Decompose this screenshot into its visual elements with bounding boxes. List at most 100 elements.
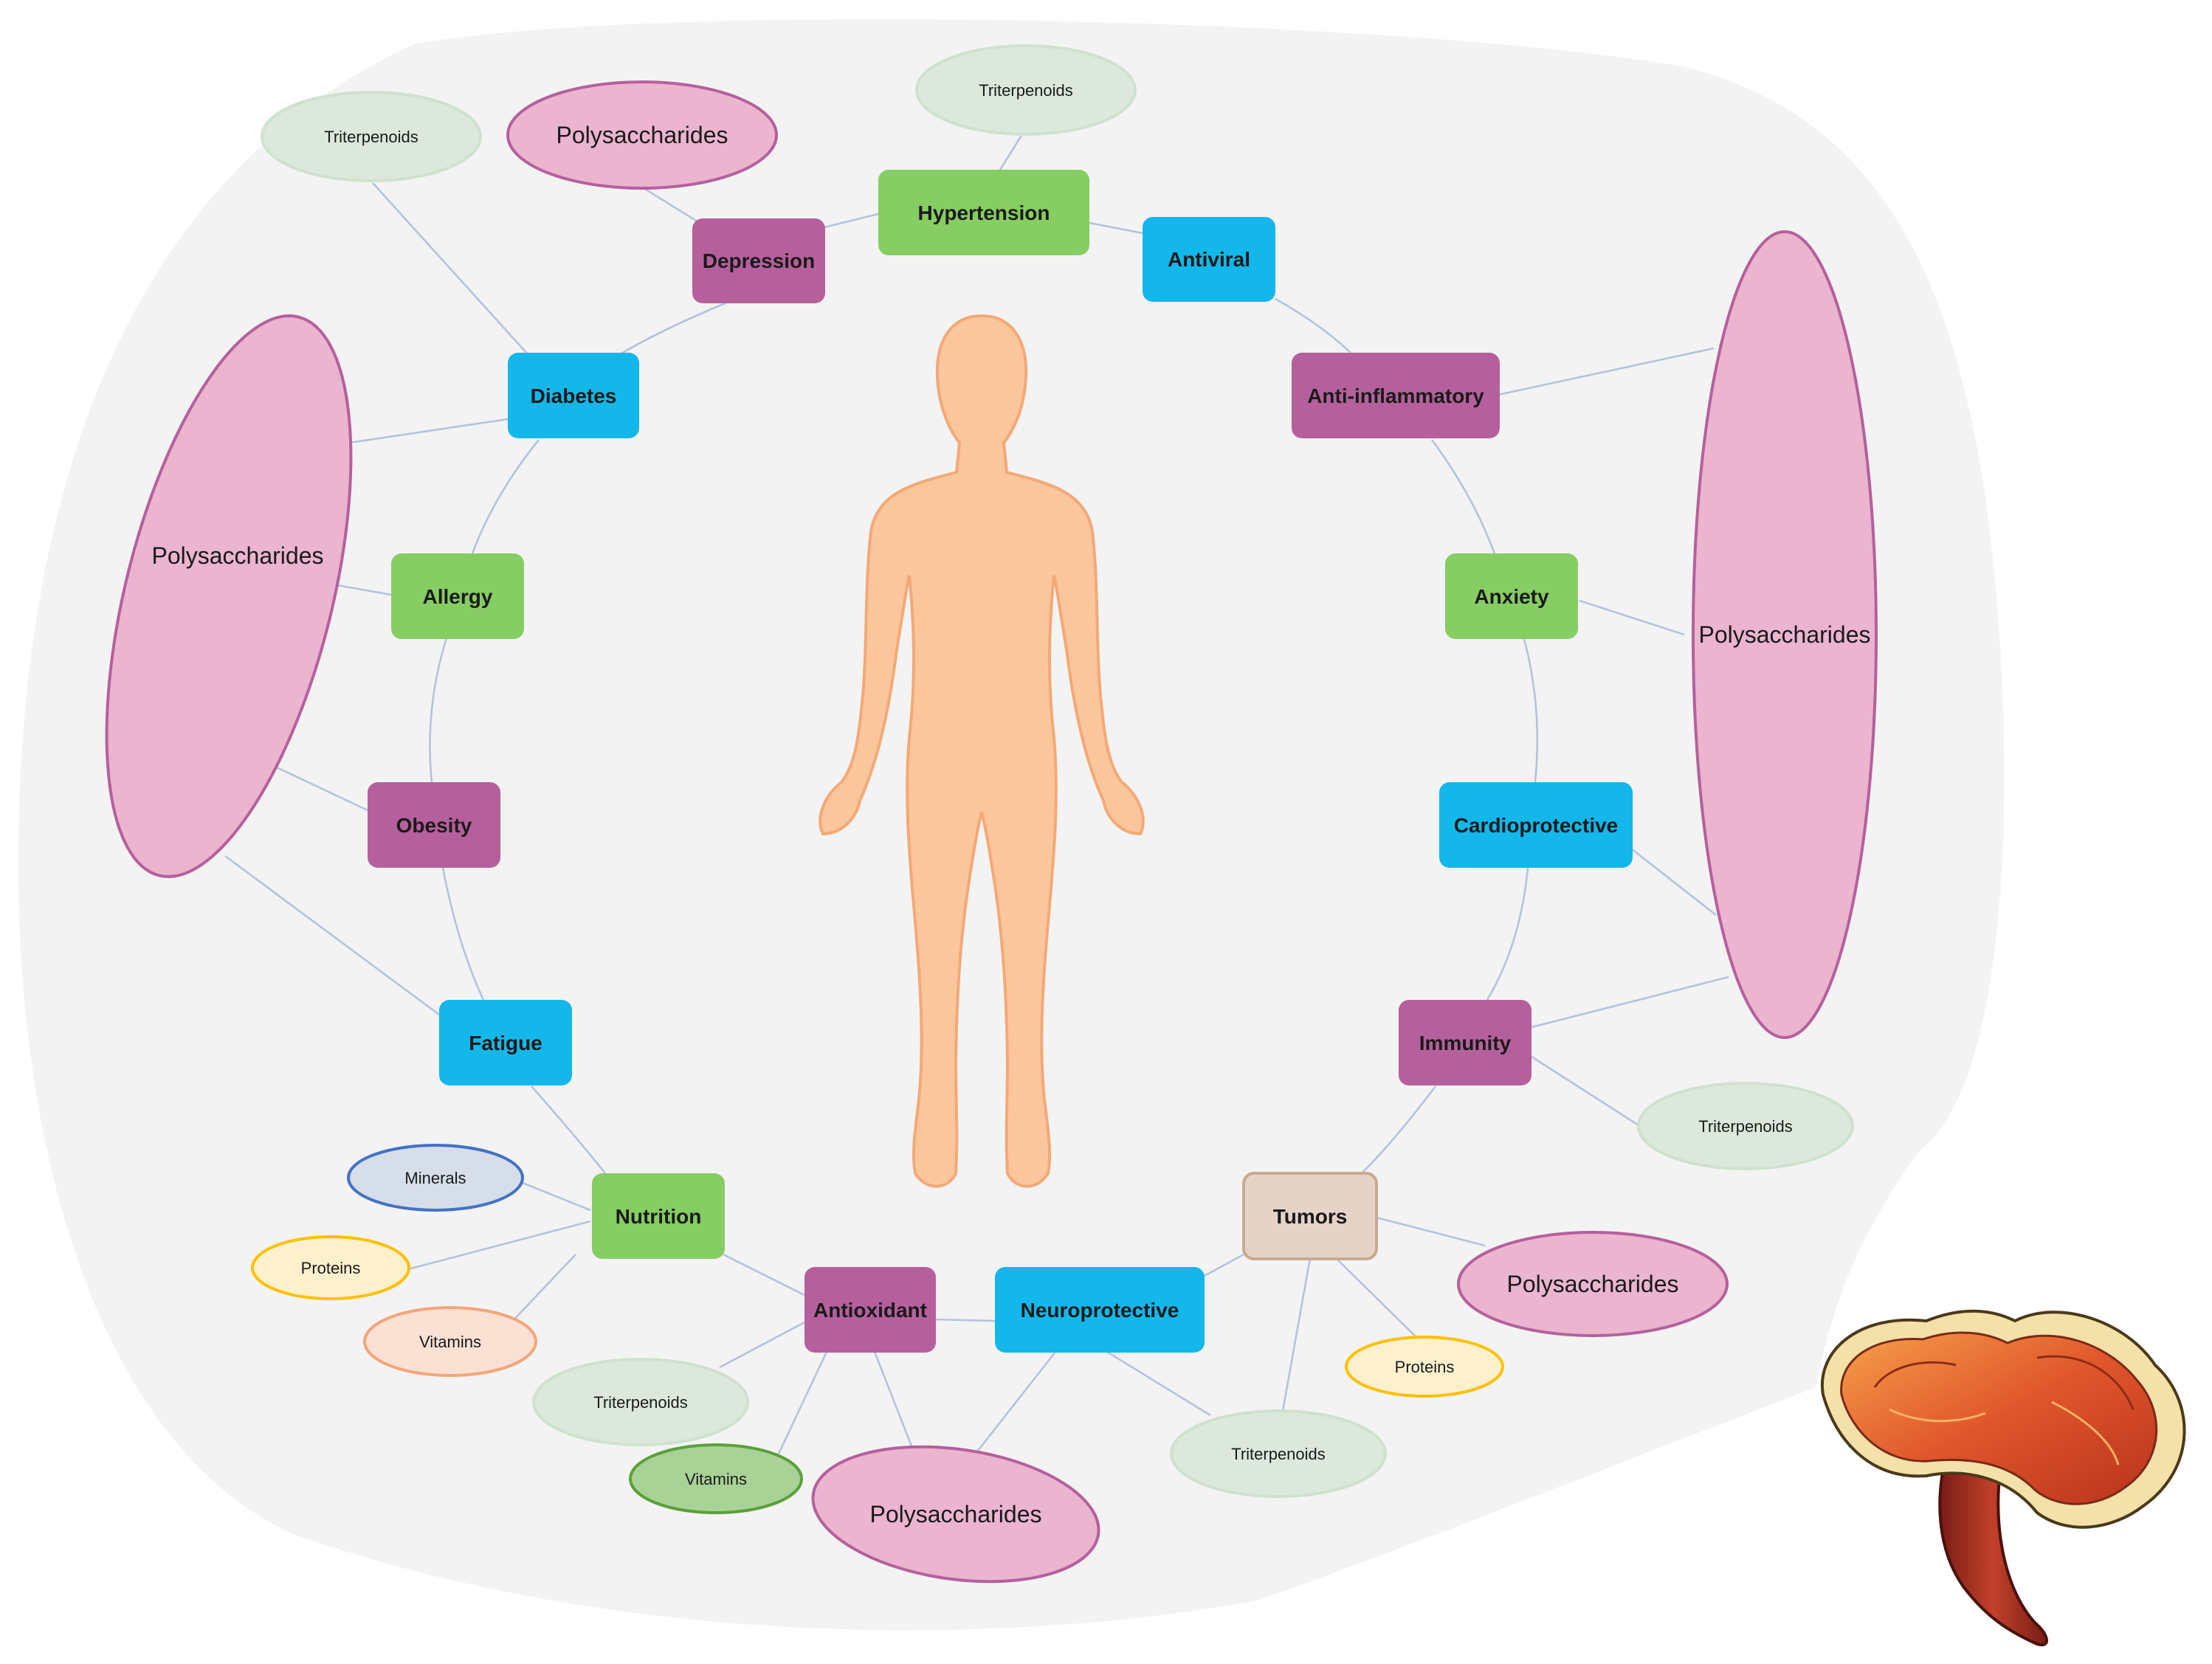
- label-anti-inflammatory: Anti-inflammatory: [1307, 384, 1484, 407]
- link-neuroprotective-triterpenoids: [1106, 1350, 1211, 1417]
- link-hypertension-triterpenoids: [999, 134, 1024, 170]
- label-triterpenoids-antioxidant: Triterpenoids: [593, 1393, 688, 1412]
- link-cardioprotective-polysaccharides: [1630, 847, 1717, 916]
- link-antioxidant-triterpenoids: [719, 1321, 805, 1369]
- link-tumors-polysaccharides: [1376, 1216, 1486, 1247]
- box-neuroprotective: [995, 1267, 1205, 1353]
- box-antiviral: [1143, 217, 1275, 302]
- label-polysaccharides-left: Polysaccharides: [152, 542, 324, 569]
- label-allergy: Allergy: [423, 585, 493, 608]
- link-hypertension-antiviral: [1089, 221, 1143, 235]
- link-hypertension-depression: [824, 213, 879, 229]
- box-nutrition: [592, 1173, 725, 1259]
- ellipse-vitamins-antioxidant: [629, 1443, 803, 1514]
- label-polysaccharides-right: Polysaccharides: [1699, 621, 1871, 648]
- box-depression: [692, 218, 825, 303]
- ellipse-minerals: [347, 1144, 524, 1212]
- ellipse-triterpenoids-immunity: [1637, 1082, 1854, 1170]
- label-triterpenoids-top: Triterpenoids: [979, 81, 1073, 100]
- compound-nodes: Triterpenoids Triterpenoids Polysacchari…: [105, 44, 1878, 1584]
- label-tumors: Tumors: [1273, 1205, 1348, 1228]
- ellipse-polysaccharides-right: [1692, 230, 1878, 1039]
- label-vitamins-antioxidant: Vitamins: [685, 1470, 747, 1488]
- link-depression-diabetes: [619, 301, 728, 356]
- label-antiviral: Antiviral: [1168, 248, 1250, 271]
- link-allergy-obesity: [429, 638, 448, 783]
- label-cardioprotective: Cardioprotective: [1454, 814, 1619, 837]
- link-neuroprotective-polysaccharides: [965, 1351, 1057, 1466]
- ellipse-polysaccharides-top-left: [506, 80, 778, 190]
- link-antioxidant-neuroprotective: [933, 1318, 996, 1322]
- link-diabetes-polysaccharides: [334, 418, 509, 446]
- link-antiinflammatory-anxiety: [1430, 439, 1496, 554]
- link-obesity-polysaccharides: [276, 766, 368, 812]
- ellipse-polysaccharides-bottom: [811, 1445, 1100, 1584]
- box-fatigue: [439, 1000, 572, 1085]
- label-proteins-tumors: Proteins: [1395, 1358, 1455, 1376]
- reishi-mushroom-icon: [1820, 1309, 2186, 1647]
- label-proteins-nutrition: Proteins: [301, 1259, 361, 1277]
- link-nutrition-proteins: [407, 1220, 591, 1271]
- label-depression: Depression: [703, 249, 816, 272]
- link-fatigue-polysaccharides: [224, 855, 440, 1016]
- label-obesity: Obesity: [396, 814, 472, 837]
- box-allergy: [391, 553, 524, 639]
- link-nutrition-antioxidant: [723, 1253, 805, 1297]
- label-triterpenoids-immunity: Triterpenoids: [1698, 1117, 1793, 1136]
- label-polysaccharides-top-left: Polysaccharides: [557, 122, 728, 148]
- link-nutrition-minerals: [522, 1181, 591, 1212]
- box-anxiety: [1445, 553, 1578, 639]
- human-body-icon: [819, 314, 1145, 1188]
- label-nutrition: Nutrition: [616, 1205, 702, 1228]
- box-tumors: [1242, 1172, 1378, 1260]
- label-polysaccharides-bottom: Polysaccharides: [870, 1501, 1042, 1527]
- label-diabetes: Diabetes: [531, 384, 617, 407]
- link-diabetes-allergy: [471, 439, 540, 554]
- label-neuroprotective: Neuroprotective: [1021, 1299, 1179, 1322]
- box-diabetes: [508, 353, 639, 438]
- ellipse-vitamins-nutrition: [363, 1306, 537, 1377]
- box-anti-inflammatory: [1292, 353, 1500, 438]
- label-triterpenoids-top-left: Triterpenoids: [324, 128, 418, 146]
- link-tumors-proteins: [1335, 1257, 1422, 1342]
- label-minerals: Minerals: [404, 1169, 466, 1187]
- box-antioxidant: [804, 1267, 936, 1353]
- label-hypertension: Hypertension: [918, 201, 1050, 224]
- link-immunity-polysaccharides: [1531, 976, 1729, 1029]
- label-immunity: Immunity: [1419, 1032, 1512, 1054]
- link-cardioprotective-immunity: [1486, 867, 1529, 1001]
- link-tumors-triterpenoids: [1281, 1257, 1312, 1412]
- ellipse-polysaccharides-left: [105, 314, 353, 878]
- label-anxiety: Anxiety: [1474, 585, 1549, 608]
- link-anxiety-cardioprotective: [1523, 638, 1539, 783]
- label-vitamins-nutrition: Vitamins: [419, 1333, 481, 1351]
- link-immunity-tumors: [1361, 1085, 1437, 1174]
- box-obesity: [368, 782, 500, 868]
- link-neuroprotective-tumors: [1202, 1253, 1244, 1278]
- link-antioxidant-polysaccharides: [873, 1351, 919, 1462]
- ellipse-proteins-nutrition: [251, 1235, 410, 1300]
- label-triterpenoids-neuro: Triterpenoids: [1231, 1445, 1326, 1463]
- ellipse-triterpenoids-top: [915, 44, 1137, 136]
- label-fatigue: Fatigue: [469, 1032, 542, 1054]
- link-obesity-fatigue: [441, 867, 485, 1001]
- link-immunity-triterpenoids: [1531, 1055, 1645, 1130]
- ellipse-polysaccharides-tumors: [1457, 1231, 1729, 1337]
- link-antiinflammatory-polysaccharides: [1498, 347, 1715, 396]
- ellipse-proteins-tumors: [1345, 1336, 1504, 1398]
- label-polysaccharides-tumors: Polysaccharides: [1507, 1271, 1679, 1297]
- link-fatigue-nutrition: [531, 1085, 607, 1174]
- link-anxiety-polysaccharides: [1579, 599, 1685, 636]
- condition-boxes: Hypertension Depression Antiviral Diabet…: [368, 170, 1633, 1353]
- connector-lines: [224, 134, 1729, 1466]
- link-diabetes-triterpenoids: [372, 182, 528, 355]
- link-antioxidant-vitamins: [777, 1351, 828, 1454]
- box-cardioprotective: [1439, 782, 1633, 868]
- link-nutrition-vitamins: [509, 1254, 576, 1325]
- box-hypertension: [878, 170, 1089, 255]
- ellipse-triterpenoids-neuro: [1170, 1409, 1387, 1498]
- link-antiviral-antiinflammatory: [1275, 297, 1351, 353]
- ellipse-triterpenoids-antioxidant: [532, 1358, 749, 1446]
- label-antioxidant: Antioxidant: [813, 1299, 927, 1322]
